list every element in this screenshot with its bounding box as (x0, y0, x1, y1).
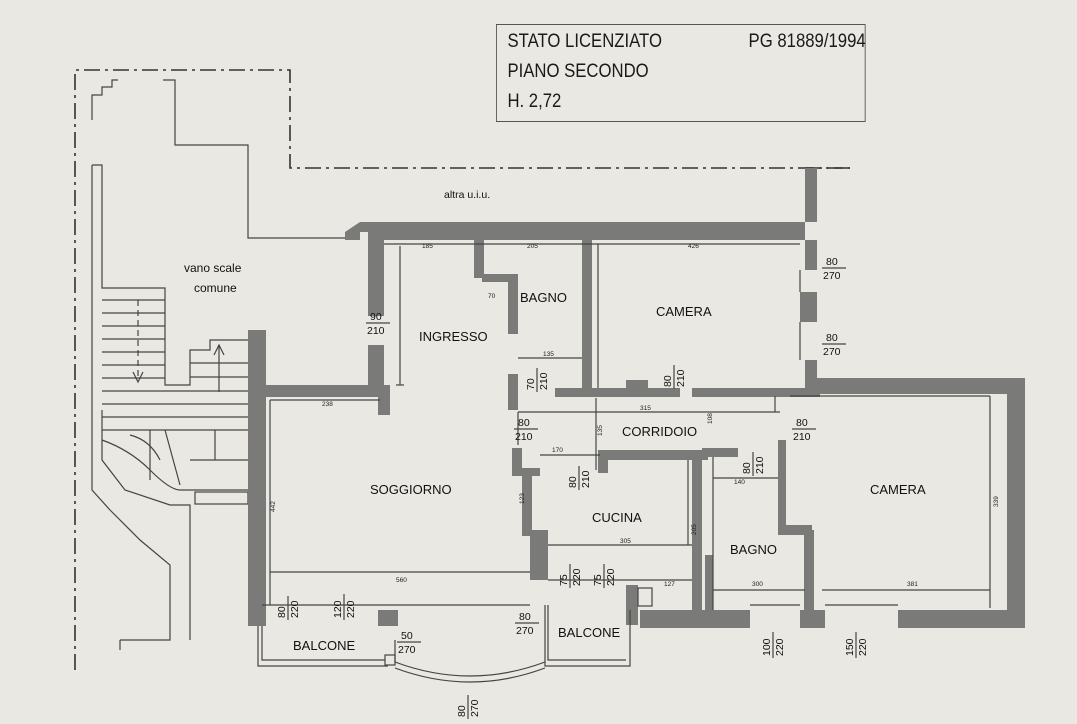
title-block: STATO LICENZIATO PIANO SECONDO H. 2,72 P… (496, 24, 866, 122)
svg-text:205: 205 (527, 243, 538, 250)
opening-soggiorno-window-1: 80 220 (276, 596, 301, 620)
opening-balcone-door-2: 50 270 (397, 630, 421, 656)
opening-camera1-window-bottom: 80 270 (822, 332, 846, 358)
svg-text:127: 127 (664, 581, 675, 588)
room-ingresso: INGRESSO (419, 329, 488, 344)
svg-text:339: 339 (993, 496, 1000, 507)
svg-text:210: 210 (793, 431, 811, 443)
opening-corridoio-door: 80 210 (514, 417, 538, 443)
label-vano-scale: vano scale (184, 261, 242, 275)
room-camera-2: CAMERA (870, 482, 926, 497)
svg-text:205: 205 (691, 524, 698, 535)
svg-text:150: 150 (844, 638, 856, 656)
svg-text:100: 100 (761, 638, 773, 656)
svg-text:135: 135 (597, 425, 604, 436)
opening-cucina-door: 80 210 (567, 466, 592, 490)
title-reference: PG 81889/1994 (748, 31, 866, 52)
svg-text:381: 381 (907, 581, 918, 588)
stair-outline (91, 79, 350, 650)
svg-text:300: 300 (752, 581, 763, 588)
opening-camera1-door: 80 210 (662, 365, 687, 389)
svg-text:426: 426 (688, 243, 699, 250)
svg-text:220: 220 (605, 568, 617, 586)
title-status: STATO LICENZIATO (507, 31, 662, 52)
svg-text:140: 140 (734, 479, 745, 486)
svg-text:210: 210 (580, 470, 592, 488)
svg-text:305: 305 (620, 538, 631, 545)
svg-text:170: 170 (552, 447, 563, 454)
svg-text:210: 210 (675, 369, 687, 387)
opening-cucina-window-2: 75 220 (592, 564, 617, 588)
opening-ingresso-door: 90 210 (366, 311, 390, 337)
svg-text:120: 120 (332, 600, 344, 618)
svg-text:270: 270 (823, 270, 841, 282)
svg-text:80: 80 (456, 705, 468, 717)
svg-text:135: 135 (543, 351, 554, 358)
room-balcone-2: BALCONE (558, 625, 620, 640)
svg-text:210: 210 (515, 431, 533, 443)
interior-measures: 185 205 426 70 135 238 315 170 140 305 1… (270, 243, 1000, 588)
svg-text:80: 80 (826, 256, 838, 268)
opening-soggiorno-window-2: 120 220 (332, 594, 357, 620)
svg-text:75: 75 (558, 574, 570, 586)
svg-text:80: 80 (518, 417, 530, 429)
room-soggiorno: SOGGIORNO (370, 482, 452, 497)
svg-text:80: 80 (276, 606, 288, 618)
svg-text:80: 80 (567, 476, 579, 488)
svg-text:70: 70 (488, 293, 496, 300)
opening-camera2-door: 80 210 (792, 417, 816, 443)
opening-cucina-window-1: 75 220 (558, 564, 583, 588)
svg-text:220: 220 (345, 600, 357, 618)
room-camera-1: CAMERA (656, 304, 712, 319)
svg-text:220: 220 (571, 568, 583, 586)
svg-text:270: 270 (823, 346, 841, 358)
svg-text:90: 90 (370, 311, 382, 323)
opening-balcone-door: 80 270 (515, 611, 539, 637)
svg-text:70: 70 (525, 378, 537, 390)
room-cucina: CUCINA (592, 510, 642, 525)
svg-text:80: 80 (741, 462, 753, 474)
opening-camera2-window: 150 220 (844, 632, 869, 658)
svg-text:315: 315 (640, 405, 651, 412)
title-floor: PIANO SECONDO (507, 61, 649, 82)
svg-text:270: 270 (469, 699, 481, 717)
room-bagno-1: BAGNO (520, 290, 567, 305)
svg-text:123: 123 (519, 493, 526, 504)
svg-text:50: 50 (401, 630, 413, 642)
svg-text:80: 80 (662, 375, 674, 387)
svg-text:80: 80 (519, 611, 531, 623)
room-corridoio: CORRIDOIO (622, 424, 697, 439)
svg-text:75: 75 (592, 574, 604, 586)
svg-text:108: 108 (707, 413, 714, 424)
room-bagno-2: BAGNO (730, 542, 777, 557)
opening-bay-window: 80 270 (456, 695, 481, 719)
svg-text:210: 210 (367, 325, 385, 337)
opening-camera1-window-top: 80 270 (822, 256, 846, 282)
label-altra-uiu: altra u.i.u. (444, 189, 490, 201)
svg-text:560: 560 (396, 577, 407, 584)
svg-text:220: 220 (774, 638, 786, 656)
svg-text:238: 238 (322, 401, 333, 408)
walls (248, 168, 1025, 628)
svg-text:270: 270 (398, 644, 416, 656)
svg-text:80: 80 (796, 417, 808, 429)
svg-text:210: 210 (754, 456, 766, 474)
opening-bagno2-door: 80 210 (741, 452, 766, 476)
svg-text:80: 80 (826, 332, 838, 344)
svg-text:210: 210 (538, 372, 550, 390)
svg-text:220: 220 (289, 600, 301, 618)
label-comune: comune (194, 281, 237, 295)
thin-lines (257, 243, 991, 683)
svg-text:220: 220 (857, 638, 869, 656)
opening-dimensions: 90 210 80 270 80 270 80 210 80 210 80 27… (276, 256, 869, 719)
svg-text:442: 442 (270, 501, 277, 512)
svg-text:185: 185 (422, 243, 433, 250)
title-height: H. 2,72 (507, 91, 562, 112)
opening-bagno2-window: 100 220 (761, 632, 786, 658)
boundary-line (74, 69, 850, 670)
svg-text:270: 270 (516, 625, 534, 637)
room-balcone-1: BALCONE (293, 638, 355, 653)
opening-bagno1-door: 70 210 (525, 368, 550, 392)
